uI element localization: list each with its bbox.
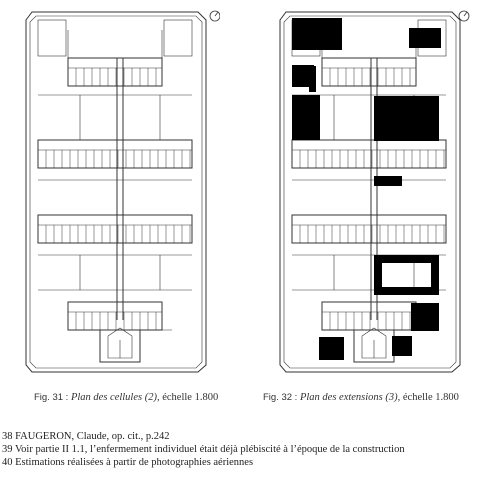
figure-31-caption: Fig. 31 : Plan des cellules (2), échelle… (34, 392, 218, 403)
footnote-number: 40 (2, 457, 13, 468)
footnote-number: 38 (2, 431, 13, 442)
footnote-40: 40 Estimations réalisées à partir de pho… (2, 457, 253, 468)
figure-32-caption: Fig. 32 : Plan des extensions (3), échel… (263, 392, 459, 403)
footnote-39: 39 Voir partie II 1.1, l’enfermement ind… (2, 444, 405, 455)
figure-scale: échelle 1.800 (402, 392, 459, 403)
extension-plan-figure (274, 0, 474, 380)
cell-plan-figure (20, 0, 220, 380)
compass-icon (209, 10, 220, 22)
extension-blocks (292, 18, 441, 360)
footnote-number: 39 (2, 444, 13, 455)
figure-number: Fig. 31 : (34, 392, 69, 403)
footnote-38: 38 FAUGERON, Claude, op. cit., p.242 (2, 431, 170, 442)
compass-icon (458, 10, 470, 22)
extension-plan-drawing (279, 10, 470, 373)
cell-plan-drawing (25, 10, 220, 373)
figure-title: Plan des extensions (3), (299, 392, 401, 403)
figure-number: Fig. 32 : (263, 392, 298, 403)
figure-title: Plan des cellules (2), (70, 392, 160, 403)
figure-scale: échelle 1.800 (162, 392, 219, 403)
footnote-text: Estimations réalisées à partir de photog… (15, 457, 254, 468)
footnote-text: Voir partie II 1.1, l’enfermement indivi… (14, 444, 405, 455)
footnote-text: FAUGERON, Claude, op. cit., p.242 (15, 431, 170, 442)
